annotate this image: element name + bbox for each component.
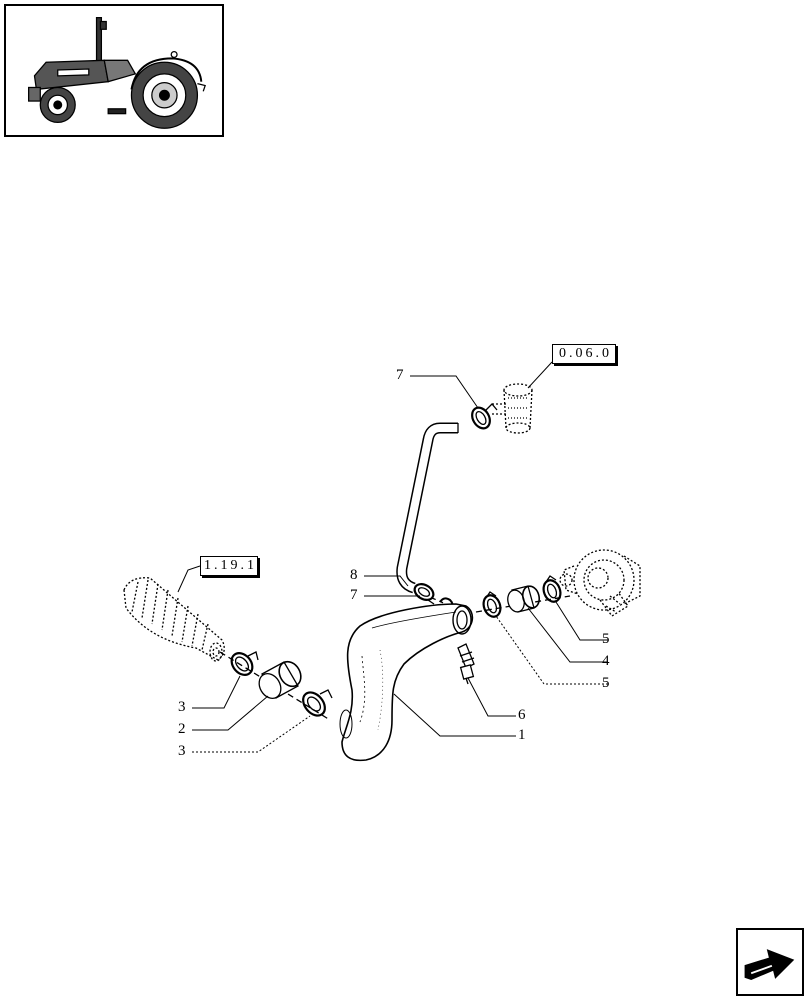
leader-lines xyxy=(177,361,608,753)
next-page-arrow-icon xyxy=(744,949,795,980)
callout-3-lower: 3 xyxy=(178,743,186,759)
callout-5-lower: 5 xyxy=(602,675,610,691)
callout-8: 8 xyxy=(350,567,358,583)
callout-5-right: 5 xyxy=(602,631,610,647)
hose-clamp-left-upper xyxy=(230,651,259,676)
reference-box-0-06-0[interactable]: 0.06.0 xyxy=(552,344,616,364)
next-page-button[interactable] xyxy=(736,928,804,996)
air-cleaner-bellows xyxy=(123,577,225,662)
callout-3-upper: 3 xyxy=(178,699,186,715)
callout-2: 2 xyxy=(178,721,186,737)
reference-box-1-19-1[interactable]: 1.19.1 xyxy=(200,556,258,576)
hose-clamp-left-lower xyxy=(302,689,333,717)
hose-clamp-middle xyxy=(413,583,435,605)
callout-7-mid: 7 xyxy=(350,587,358,603)
rubber-sleeve-left xyxy=(258,660,302,699)
callout-7-top: 7 xyxy=(396,367,404,383)
tractor-thumbnail xyxy=(4,4,224,137)
callout-1: 1 xyxy=(518,727,526,743)
intake-manifold-hose xyxy=(339,603,474,762)
hose-clamp-top xyxy=(471,403,498,430)
engine-breather-connector xyxy=(492,383,533,434)
breather-pipe xyxy=(396,422,459,594)
callout-6: 6 xyxy=(518,707,526,723)
hose-clamp-right-inner xyxy=(482,591,502,618)
hose-clamp-right-outer xyxy=(542,575,562,603)
turbocharger xyxy=(559,549,641,617)
sensor xyxy=(457,643,475,685)
rubber-sleeve-right xyxy=(507,585,541,613)
tractor-icon xyxy=(28,17,206,129)
callout-4: 4 xyxy=(602,653,610,669)
